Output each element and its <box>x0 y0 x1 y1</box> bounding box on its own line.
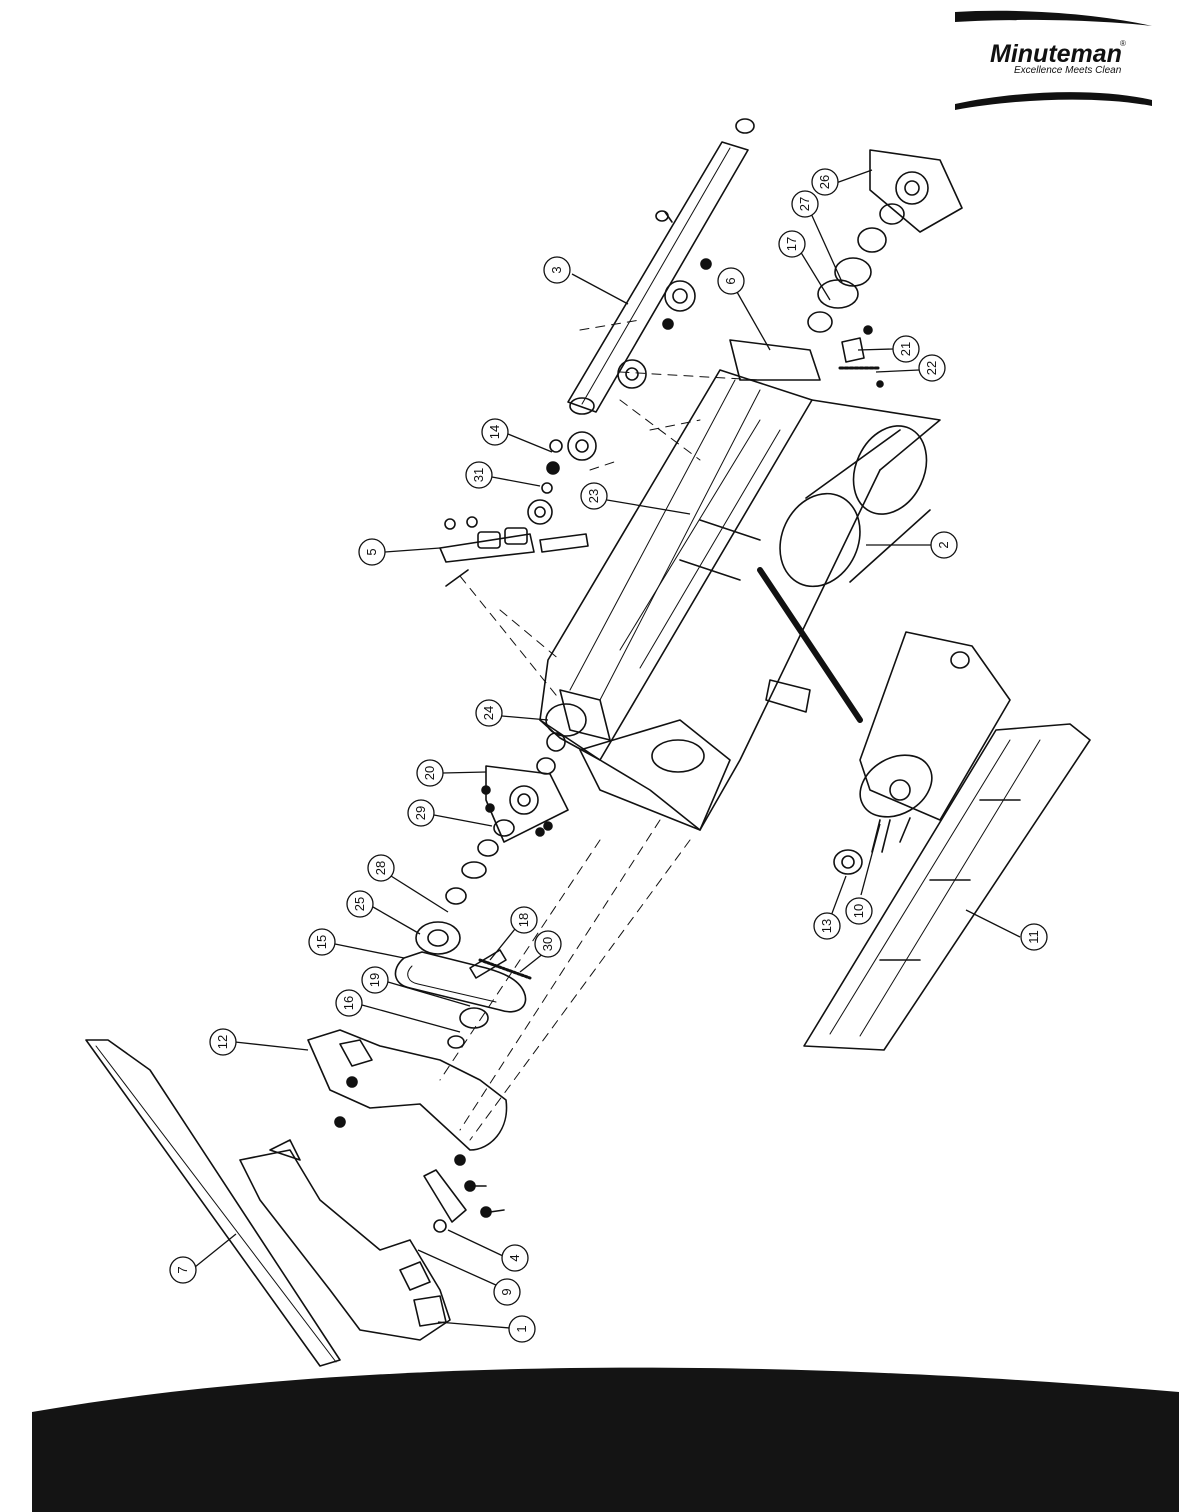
callout-leaders <box>194 169 1021 1330</box>
svg-text:18: 18 <box>516 913 531 927</box>
logo-bottom-swoosh <box>955 92 1152 110</box>
callout-17: 17 <box>778 230 806 258</box>
callout-11: 11 <box>1020 923 1048 951</box>
svg-text:23: 23 <box>586 489 601 503</box>
part-12-belt-cover <box>307 1029 508 1151</box>
svg-text:27: 27 <box>797 197 812 211</box>
callout-20: 20 <box>416 759 444 787</box>
svg-text:25: 25 <box>352 897 367 911</box>
callout-28: 28 <box>367 854 395 882</box>
bearing-stack-lower <box>445 703 587 905</box>
bearing-stack-upper <box>807 149 963 333</box>
callout-30: 30 <box>534 930 562 958</box>
callout-27: 27 <box>791 190 819 218</box>
svg-text:11: 11 <box>1026 930 1041 944</box>
svg-text:14: 14 <box>487 425 502 439</box>
svg-text:20: 20 <box>422 766 437 780</box>
svg-text:9: 9 <box>499 1288 514 1295</box>
callout-3: 3 <box>543 256 571 284</box>
callout-1: 1 <box>508 1315 536 1343</box>
callout-9: 9 <box>493 1278 521 1306</box>
callout-16: 16 <box>335 989 363 1017</box>
logo-top-swoosh <box>955 10 1152 26</box>
callout-2: 2 <box>930 531 958 559</box>
svg-text:16: 16 <box>341 996 356 1010</box>
svg-text:30: 30 <box>540 937 555 951</box>
part-7-frame <box>85 1039 451 1367</box>
brand-logo: Minuteman ® Excellence Meets Clean <box>955 10 1152 110</box>
callout-29: 29 <box>407 799 435 827</box>
callout-bubbles: 1 2 3 4 5 6 7 9 10 11 12 13 14 15 16 17 … <box>169 168 1048 1343</box>
footer-band <box>32 1367 1179 1512</box>
svg-text:13: 13 <box>819 919 834 933</box>
callout-7: 7 <box>169 1256 197 1284</box>
svg-text:12: 12 <box>215 1035 230 1049</box>
callout-19: 19 <box>361 966 389 994</box>
svg-text:4: 4 <box>507 1254 522 1261</box>
svg-text:26: 26 <box>817 175 832 189</box>
drive-belt-assembly <box>394 921 532 1049</box>
svg-text:24: 24 <box>481 706 496 720</box>
svg-text:3: 3 <box>549 266 564 273</box>
callout-4: 4 <box>501 1244 529 1272</box>
svg-text:29: 29 <box>413 806 428 820</box>
svg-text:7: 7 <box>175 1266 190 1273</box>
brand-name: Minuteman <box>990 40 1122 68</box>
callout-13: 13 <box>813 912 841 940</box>
fasteners-21-22 <box>838 325 884 388</box>
svg-text:5: 5 <box>364 548 379 555</box>
alignment-guides <box>439 319 761 1141</box>
svg-text:21: 21 <box>898 342 913 356</box>
callout-6: 6 <box>717 267 745 295</box>
callout-5: 5 <box>358 538 386 566</box>
callout-24: 24 <box>475 699 503 727</box>
part-4-bracket <box>423 1154 505 1233</box>
svg-text:28: 28 <box>373 861 388 875</box>
svg-text:17: 17 <box>784 237 799 251</box>
svg-text:31: 31 <box>471 468 486 482</box>
part-3-rail <box>567 118 755 415</box>
callout-15: 15 <box>308 928 336 956</box>
jet-fittings <box>527 258 712 525</box>
callout-31: 31 <box>465 461 493 489</box>
vacuum-motor <box>833 631 1011 875</box>
callout-26: 26 <box>811 168 839 196</box>
main-housing <box>539 339 941 831</box>
callout-12: 12 <box>209 1028 237 1056</box>
svg-text:15: 15 <box>314 935 329 949</box>
callout-23: 23 <box>580 482 608 510</box>
svg-text:19: 19 <box>367 973 382 987</box>
callout-25: 25 <box>346 890 374 918</box>
brand-tagline: Excellence Meets Clean <box>1014 65 1122 76</box>
callout-14: 14 <box>481 418 509 446</box>
svg-text:10: 10 <box>851 904 866 918</box>
svg-text:1: 1 <box>514 1325 529 1332</box>
svg-text:22: 22 <box>924 361 939 375</box>
svg-text:6: 6 <box>723 277 738 284</box>
part-5-bracket <box>439 516 589 587</box>
part-11-squeegee <box>803 723 1091 1051</box>
callout-18: 18 <box>510 906 538 934</box>
callout-21: 21 <box>892 335 920 363</box>
callout-10: 10 <box>845 897 873 925</box>
registered-mark: ® <box>1120 39 1126 48</box>
callout-22: 22 <box>918 354 946 382</box>
parts-drawing <box>85 118 1091 1367</box>
svg-text:2: 2 <box>936 541 951 548</box>
